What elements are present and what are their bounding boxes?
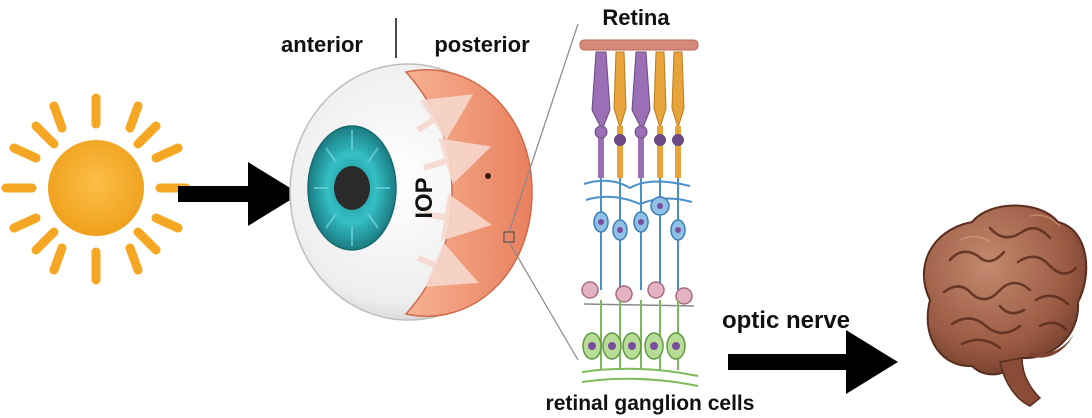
posterior-label: posterior	[434, 32, 530, 57]
iop-label: IOP	[411, 177, 438, 218]
anterior-label: anterior	[281, 32, 363, 57]
optic-nerve-arrow	[728, 330, 898, 394]
optic-nerve-label: optic nerve	[722, 307, 850, 334]
retina-label: Retina	[602, 5, 670, 30]
brain-icon	[924, 206, 1086, 407]
sun-icon	[6, 98, 186, 280]
retinal-ganglion-cells-label: retinal ganglion cells	[546, 392, 755, 415]
retina-cell-layers-icon	[580, 40, 698, 386]
light-arrow	[178, 162, 300, 226]
